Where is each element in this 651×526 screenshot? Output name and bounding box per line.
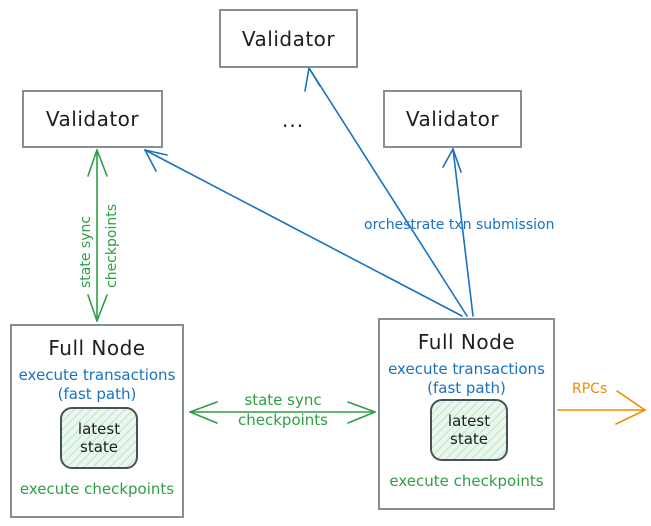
fullnode-right-green-text: execute checkpoints [389, 471, 544, 490]
fullnode-left-box[interactable]: Full Node execute transactions (fast pat… [10, 324, 184, 518]
fullnode-left-blue-line2: (fast path) [57, 384, 137, 403]
validator-top-label: Validator [241, 26, 336, 51]
state-sync-horizontal-label: state sync checkpoints [228, 391, 338, 430]
fullnode-left-blue-text: execute transactions (fast path) [12, 366, 182, 404]
fullnode-right-state-box[interactable]: latest state [430, 399, 508, 461]
fullnode-right-box[interactable]: Full Node execute transactions (fast pat… [378, 318, 555, 510]
state-sync-horizontal-line1: state sync [244, 391, 322, 409]
fullnode-left-state-line2: state [80, 438, 118, 456]
fullnode-left-state-box[interactable]: latest state [60, 407, 138, 469]
validator-right-label: Validator [405, 107, 500, 131]
rpcs-label: RPCs [572, 381, 608, 397]
fullnode-right-blue-text: execute transactions (fast path) [380, 360, 553, 398]
edge-fn-to-validator-left [144, 149, 463, 317]
validators-ellipsis: ... [282, 108, 305, 132]
state-sync-horizontal-line2: checkpoints [238, 410, 328, 429]
fullnode-right-state-line1: latest [447, 412, 491, 430]
state-sync-vertical-line1: state sync [78, 215, 94, 288]
fullnode-right-state-line2: state [450, 430, 488, 448]
fullnode-right-blue-line1: execute transactions [388, 360, 545, 378]
fullnode-left-title: Full Node [48, 336, 146, 360]
state-sync-vertical-line2: checkpoints [104, 204, 120, 288]
validator-left-box[interactable]: Validator [22, 90, 163, 148]
validator-left-label: Validator [45, 107, 140, 131]
fullnode-right-blue-line2: (fast path) [427, 378, 506, 397]
fullnode-right-title: Full Node [417, 330, 516, 354]
orchestrate-txn-label: orchestrate txn submission [364, 217, 555, 233]
fullnode-left-blue-line1: execute transactions [18, 366, 176, 384]
fullnode-left-state-line1: latest [77, 420, 121, 438]
fullnode-left-green-text: execute checkpoints [19, 479, 175, 498]
validator-top-box[interactable]: Validator [219, 9, 358, 68]
validator-right-box[interactable]: Validator [383, 90, 522, 148]
